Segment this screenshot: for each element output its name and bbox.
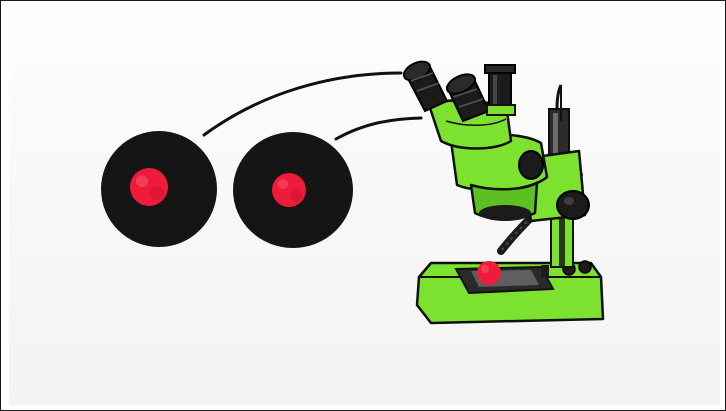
left-red-sample (130, 168, 168, 206)
camera-port (484, 64, 516, 110)
focus-knob (556, 190, 590, 220)
right-eyepiece (445, 73, 491, 123)
right-red-sample (272, 173, 306, 207)
connector-line-right (334, 116, 423, 141)
right-view-disc (233, 132, 353, 248)
left-eyepiece (402, 60, 449, 113)
stereo-microscope (402, 60, 605, 325)
connector-line-left (202, 71, 403, 137)
left-view-disc (101, 131, 217, 247)
base-knob-2 (578, 260, 592, 274)
stage-red-sample (477, 261, 501, 285)
zoom-knob (518, 150, 544, 180)
